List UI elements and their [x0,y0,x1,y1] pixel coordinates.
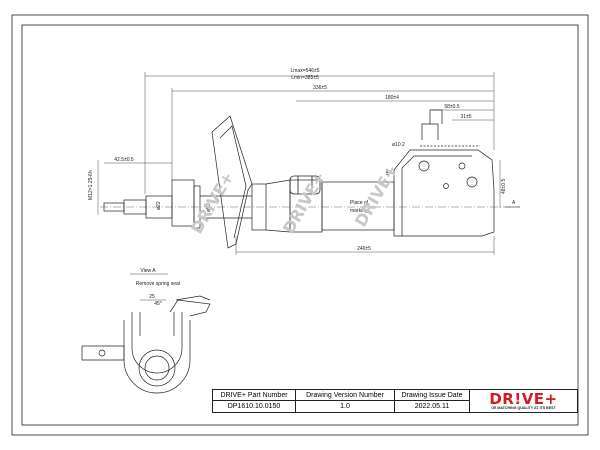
part-number-value: DP1610.10.0150 [227,403,281,410]
dim-a45-text: 45° [154,301,162,307]
strut-body [251,179,395,233]
dim-d50-text: ø50 [206,203,212,212]
bump-stop [289,175,321,195]
dim-180-text: 180±4 [385,95,399,101]
title-block: DRIVE+ Part Number DP1610.10.0150 Drawin… [212,389,578,413]
dim-48-text: 48±0.5 [501,179,507,194]
watermark-1: DRIVE+ [187,168,238,237]
dim-246-text: 246±5 [357,246,371,252]
dim-angle-text: 45° [386,168,392,176]
watermarks: DRIVE+ DRIVE+ DRIVE+ [187,161,402,237]
piston-rod [103,179,201,229]
place-of-marking-line1: Place of [350,200,369,206]
knuckle-bracket [393,109,495,237]
dim-25-text: 25 [149,294,155,300]
issue-date-value: 2022.05.11 [414,403,450,410]
brand-logo: DR!VE+ OE MATCHING QUALITY AT ITS BEST [470,390,577,412]
arrow-a-label: A [512,200,516,206]
dim-lmax [144,72,495,194]
title-cell-version: Drawing Version Number 1.0 [296,390,395,412]
dim-lmax-text: Lmax=546±5 [290,68,319,74]
dim-thread-text: M12×1.25-6h [88,170,94,200]
dim-31-text: 31±5 [460,114,471,120]
title-cell-issue-date: Drawing Issue Date 2022.05.11 [395,390,470,412]
dim-336 [171,88,494,180]
version-label: Drawing Version Number [296,390,394,401]
inner-border [21,24,579,426]
spring-seat [200,115,253,249]
view-a-drawing [81,295,211,394]
dim-lmin-text: Lmin=385±5 [291,75,319,81]
logo-tagline: OE MATCHING QUALITY AT ITS BEST [491,405,556,410]
dim-58-text: 58±0.5 [444,104,459,110]
dim-246 [235,236,495,255]
dim-42-text: 42.5±0.5 [114,157,134,163]
title-cell-part-number: DRIVE+ Part Number DP1610.10.0150 [213,390,296,412]
dim-336-text: 336±5 [313,85,327,91]
issue-date-label: Drawing Issue Date [395,390,469,401]
part-number-label: DRIVE+ Part Number [213,390,295,401]
outer-border [11,14,589,436]
dim-d22-text: ø22 [156,201,162,210]
dim-hole-text: ø10.2 [392,142,405,148]
logo-wordmark: DR!VE+ [489,389,558,408]
view-a-note: Remove spring seat [136,281,181,287]
version-value: 1.0 [340,403,350,410]
view-a-title: View A [140,268,156,274]
place-of-marking-line2: marking [350,208,368,214]
